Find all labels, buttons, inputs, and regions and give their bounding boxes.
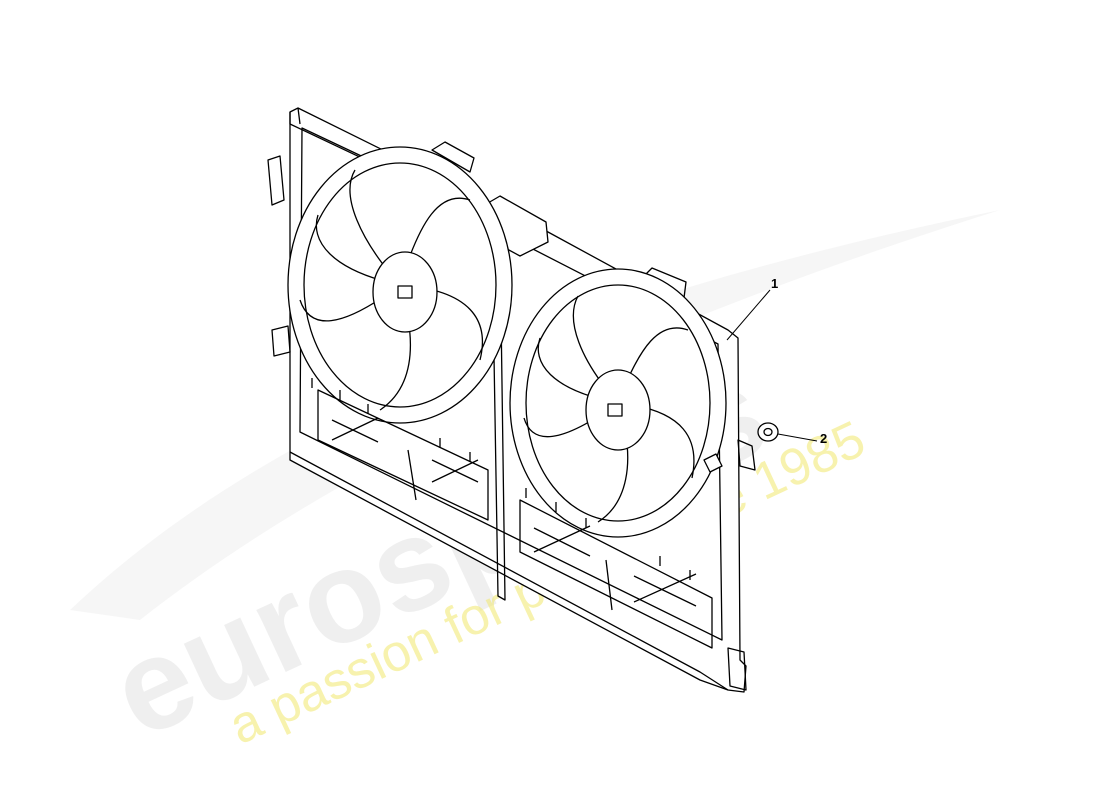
right-vent-grille: [519, 488, 713, 649]
right-fan: [509, 268, 727, 538]
nut-part: [757, 422, 779, 442]
tab-left-upper: [267, 155, 285, 206]
tab-top-left-fan: [431, 141, 475, 173]
leader-line-2: [777, 433, 818, 442]
nut-inner: [763, 427, 773, 437]
leader-lines: [726, 289, 818, 442]
shroud-bottom-edge: [289, 451, 729, 691]
leader-line-1: [726, 289, 771, 341]
tab-right-lower: [737, 439, 756, 471]
watermark-swoosh: [70, 210, 1000, 620]
right-fan-motor-badge: [607, 403, 623, 417]
left-fan: [287, 146, 513, 424]
callout-2: 2: [820, 431, 827, 446]
left-fan-motor: [372, 251, 438, 333]
left-fan-motor-badge: [397, 285, 413, 299]
right-fan-motor: [585, 369, 651, 451]
fan-shroud-assembly: [267, 107, 756, 693]
left-fan-ring-inner: [303, 162, 497, 408]
tab-bottom-right: [727, 647, 747, 691]
left-vent-grille: [311, 378, 489, 521]
callout-1: 1: [771, 276, 778, 291]
tab-left-mid: [271, 325, 291, 357]
right-fan-ring-inner: [525, 284, 711, 522]
mounting-stud: [703, 453, 723, 473]
